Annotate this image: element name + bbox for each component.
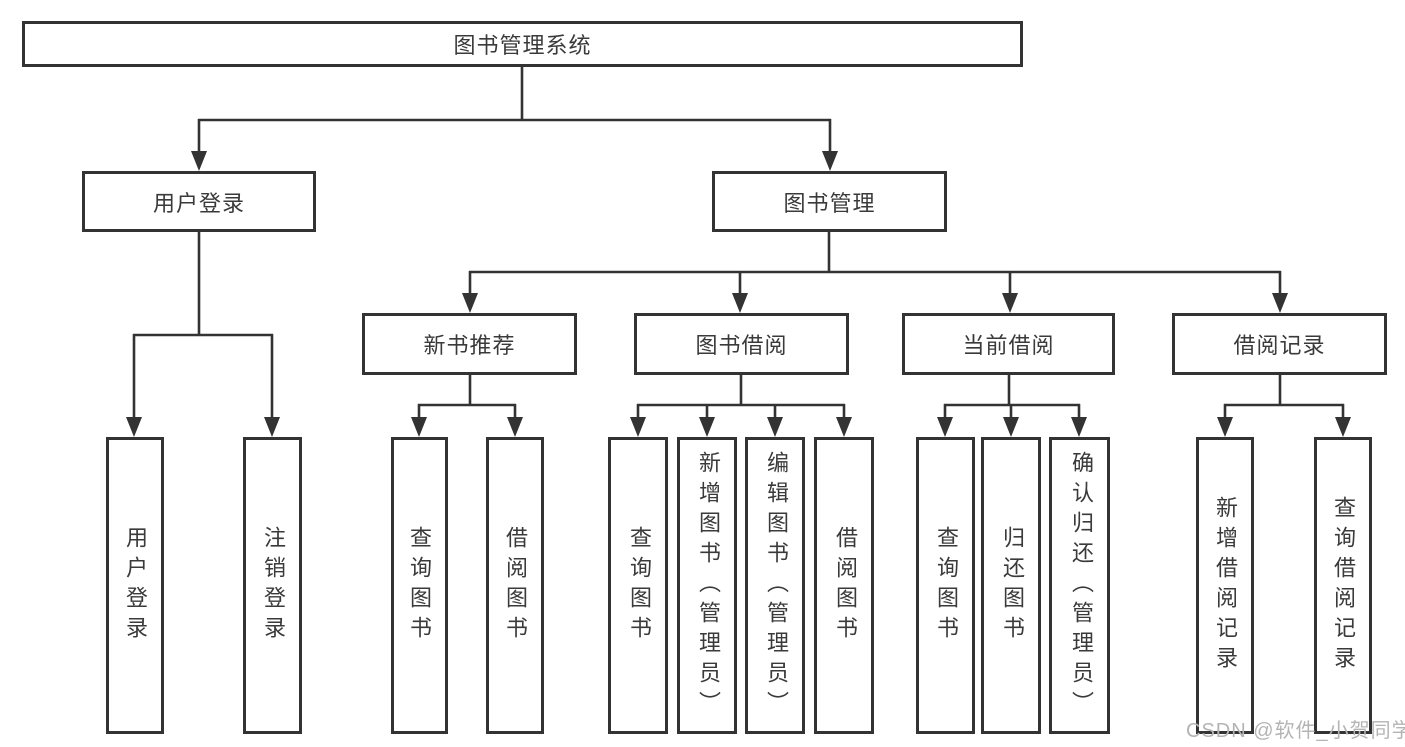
leaf-bw-edit-books-admin: 编辑图书（管理员） xyxy=(745,437,805,734)
node-root: 图书管理系统 xyxy=(22,21,1023,67)
node-new-book-recommend: 新书推荐 xyxy=(362,313,577,375)
leaf-user-login: 用户登录 xyxy=(106,437,164,734)
node-current-borrowing: 当前借阅 xyxy=(902,313,1115,375)
leaf-cur-confirm-return-admin: 确认归还（管理员） xyxy=(1049,437,1110,734)
node-borrow-records: 借阅记录 xyxy=(1172,313,1387,375)
leaf-cur-query-books: 查询图书 xyxy=(916,437,975,734)
leaf-rec-query-record: 查询借阅记录 xyxy=(1314,437,1372,734)
node-book-borrowing: 图书借阅 xyxy=(634,313,849,375)
node-book-management: 图书管理 xyxy=(712,171,947,232)
leaf-bw-add-books-admin: 新增图书（管理员） xyxy=(677,437,737,734)
leaf-rec-add-record: 新增借阅记录 xyxy=(1196,437,1254,734)
watermark: CSDN @软件_小贺同学 xyxy=(1186,720,1405,742)
arrowheads xyxy=(126,151,1351,437)
node-user-login: 用户登录 xyxy=(82,171,316,232)
leaf-nb-borrow-books: 借阅图书 xyxy=(486,437,544,734)
leaf-cur-return-books: 归还图书 xyxy=(981,437,1041,734)
leaf-bw-borrow-books: 借阅图书 xyxy=(814,437,874,734)
leaf-bw-query-books: 查询图书 xyxy=(608,437,668,734)
leaf-nb-query-books: 查询图书 xyxy=(391,437,448,734)
leaf-logout: 注销登录 xyxy=(243,437,302,734)
